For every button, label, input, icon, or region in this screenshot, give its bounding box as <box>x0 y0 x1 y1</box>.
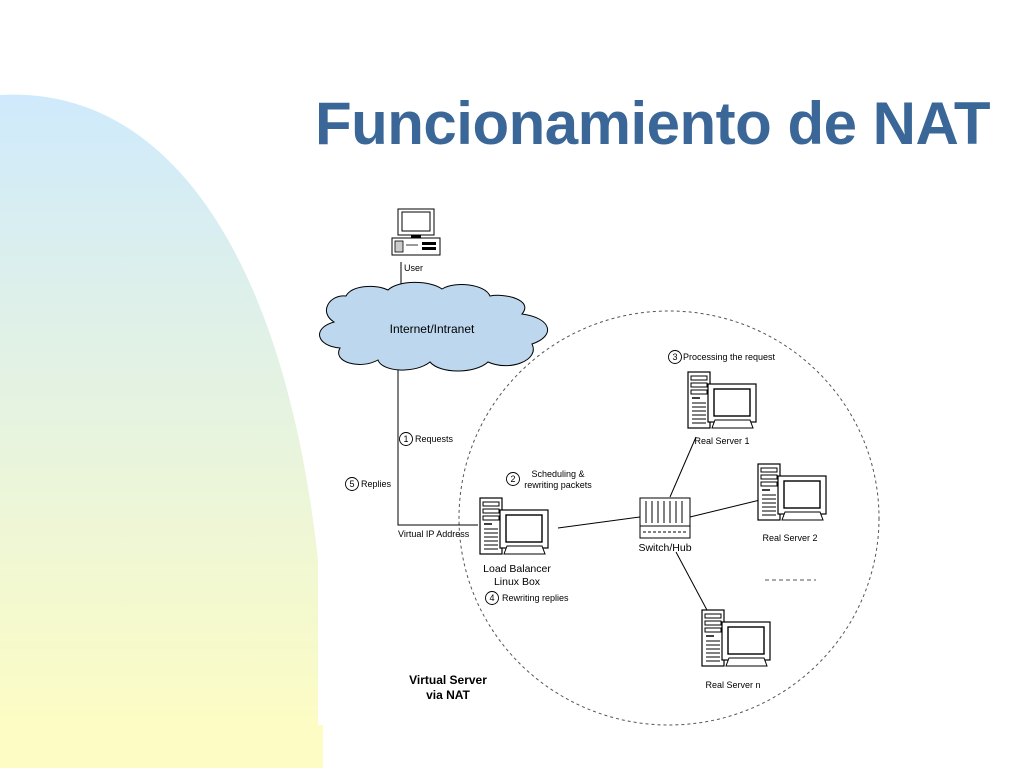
step-2-number: 2 <box>510 474 515 484</box>
caption-line-2: via NAT <box>426 688 470 702</box>
user-label: User <box>404 263 423 273</box>
step-4: 4 Rewriting replies <box>485 591 569 605</box>
cloud-loadbalancer-link <box>397 366 478 526</box>
internet-cloud <box>319 281 549 372</box>
step-2: 2 Scheduling & rewriting packets <box>506 469 592 490</box>
virtual-server-boundary <box>458 310 880 726</box>
step-4-text: Rewriting replies <box>502 593 569 603</box>
switch-servern-link <box>675 551 709 613</box>
real-server-n-icon <box>701 609 771 667</box>
background-curve <box>0 94 318 726</box>
switch-hub-icon <box>639 497 691 539</box>
real-server-2-icon <box>757 463 827 521</box>
slide-title: Funcionamiento de NAT <box>314 90 991 157</box>
step-4-number: 4 <box>489 593 494 603</box>
step-5-number: 5 <box>349 479 354 489</box>
load-balancer-label-1: Load Balancer <box>483 563 551 575</box>
real-server-1-icon <box>687 371 757 429</box>
load-balancer-label-2: Linux Box <box>494 576 541 588</box>
step-5: 5 Replies <box>345 477 392 491</box>
loadbalancer-switch-link <box>557 516 641 529</box>
step-5-text: Replies <box>361 479 392 489</box>
step-1-text: Requests <box>415 434 454 444</box>
step-3: 3 Processing the request <box>668 350 776 364</box>
switch-label: Switch/Hub <box>638 542 691 554</box>
step-2-text-2: rewriting packets <box>524 480 592 490</box>
step-1-number: 1 <box>403 434 408 444</box>
step-3-text: Processing the request <box>683 352 776 362</box>
cloud-label: Internet/Intranet <box>390 322 475 336</box>
step-2-text-1: Scheduling & <box>531 469 584 479</box>
vip-label: Virtual IP Address <box>398 529 470 539</box>
load-balancer-icon <box>479 497 549 555</box>
real-server-2-label: Real Server 2 <box>762 533 817 543</box>
background-strip <box>0 725 323 768</box>
user-pc-icon <box>391 208 441 256</box>
real-server-n-label: Real Server n <box>705 680 760 690</box>
switch-server2-link <box>689 499 761 518</box>
real-server-1-label: Real Server 1 <box>694 436 749 446</box>
step-3-number: 3 <box>672 352 677 362</box>
caption-line-1: Virtual Server <box>409 673 487 687</box>
step-1: 1 Requests <box>399 432 454 446</box>
switch-server1-link <box>669 436 697 498</box>
